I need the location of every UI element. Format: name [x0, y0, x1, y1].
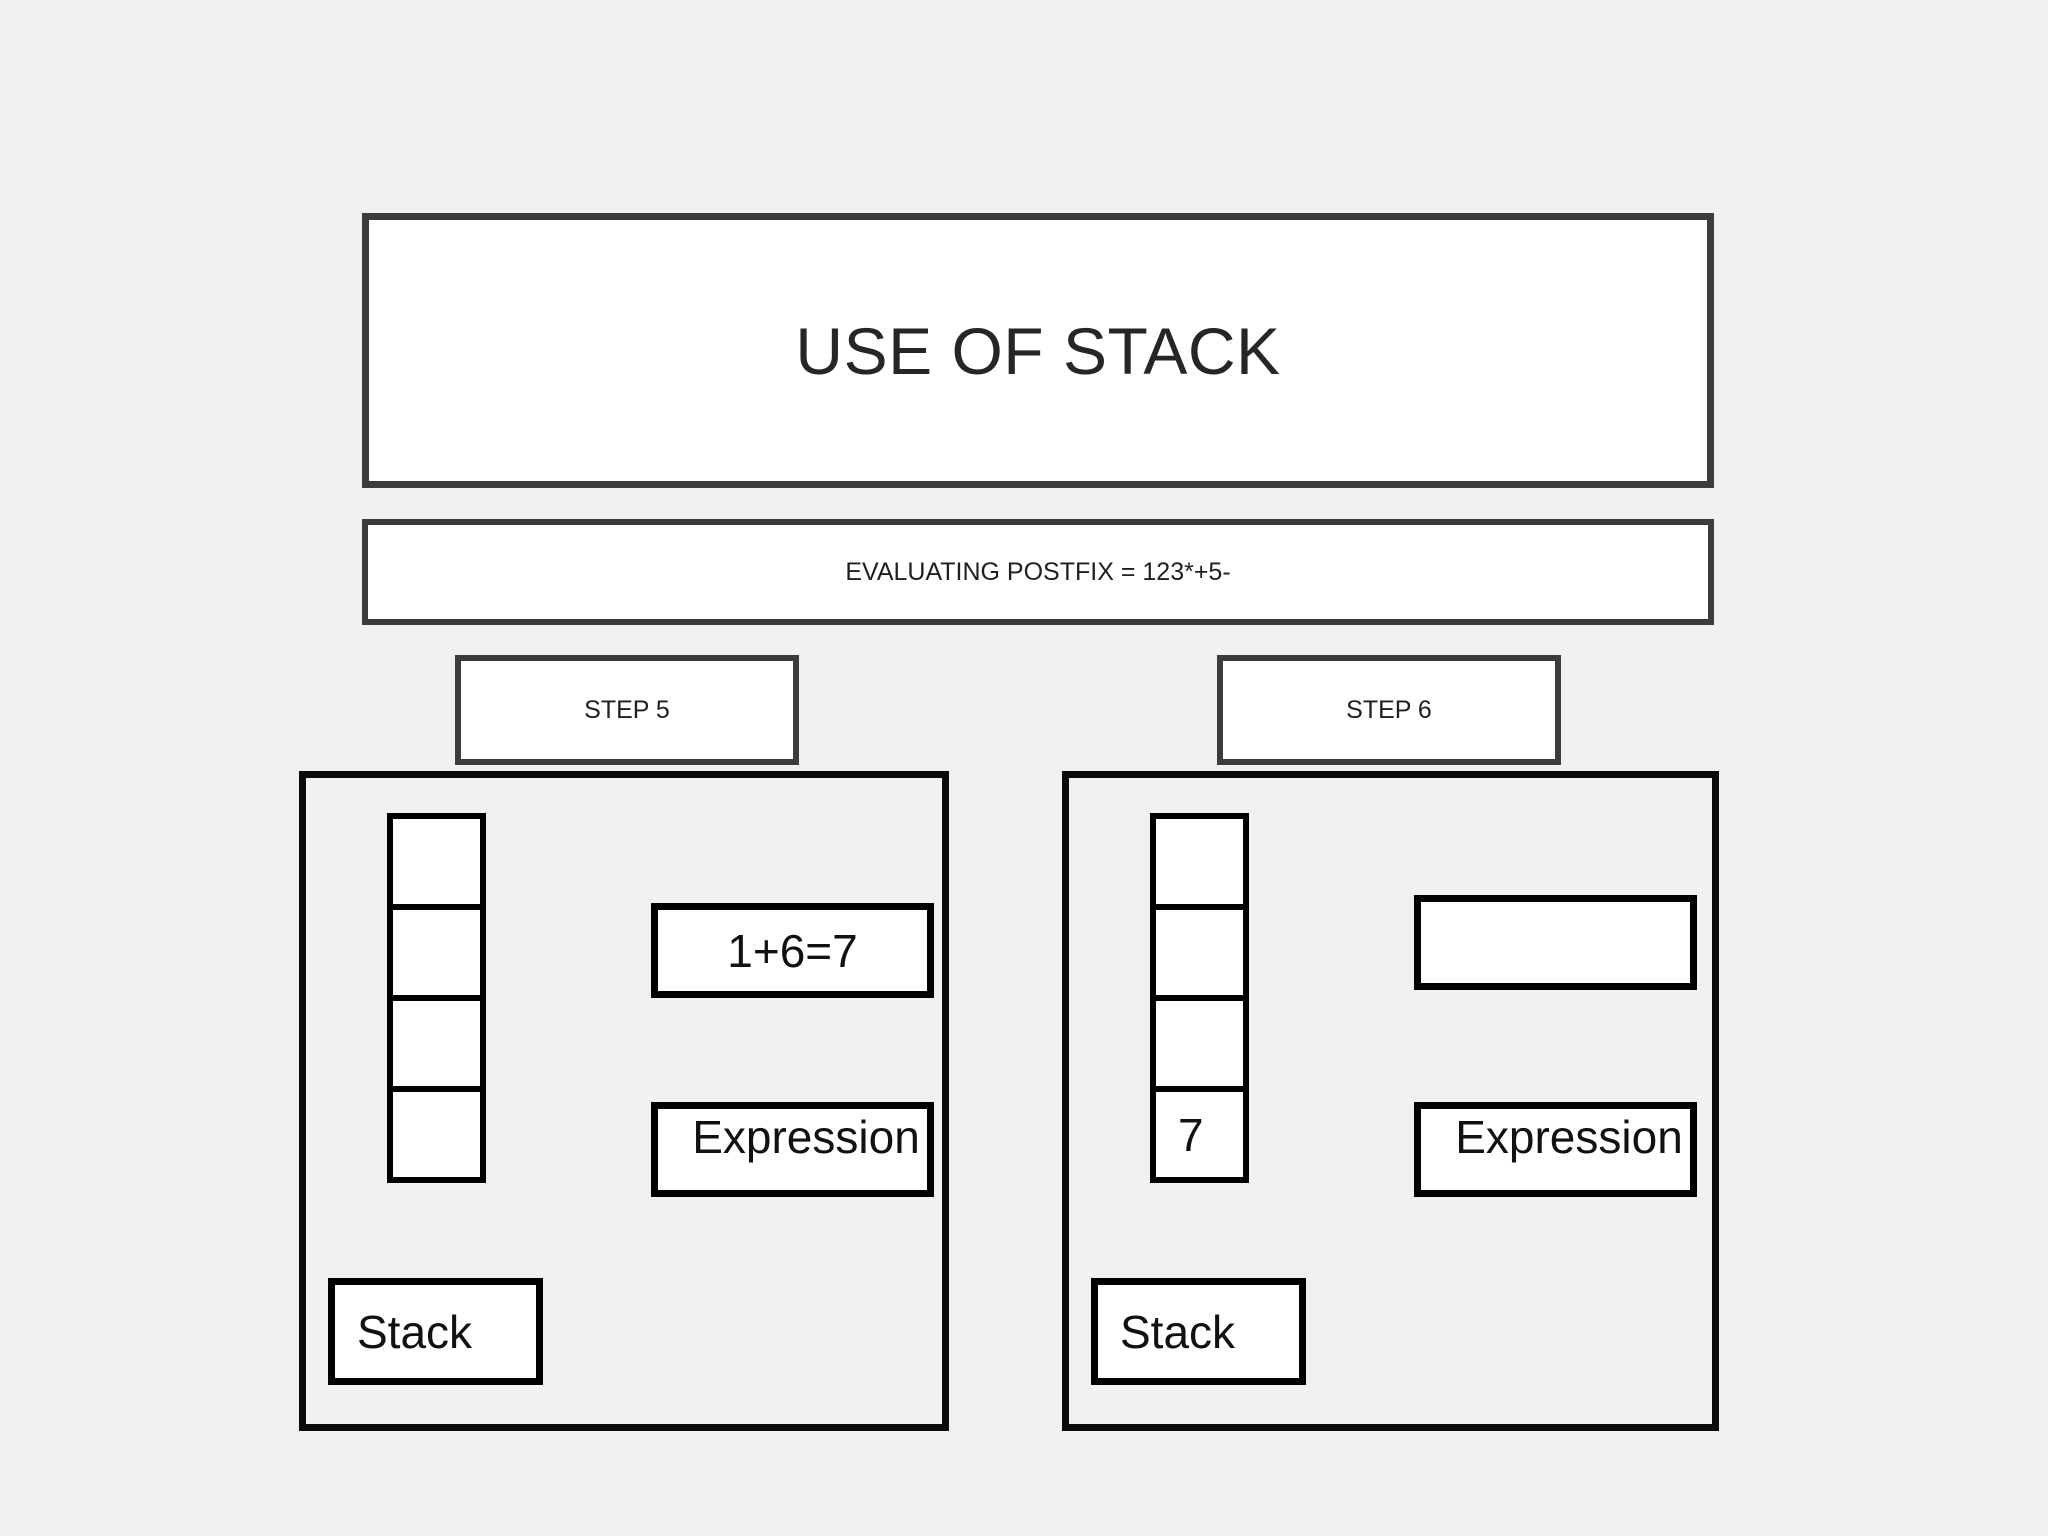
stack-column: 7: [1150, 813, 1249, 1183]
subtitle-text: EVALUATING POSTFIX = 123*+5-: [845, 557, 1231, 586]
stack-column: [387, 813, 486, 1183]
step-tab-label: STEP 6: [1346, 695, 1432, 724]
stack-cell-value: 7: [1178, 1108, 1204, 1161]
stack-cell: 7: [1150, 1086, 1249, 1183]
step-panel-6: 7 Expression Stack: [1062, 771, 1719, 1431]
stack-cell: [387, 904, 486, 1001]
subtitle-banner: EVALUATING POSTFIX = 123*+5-: [362, 519, 1714, 625]
stack-label-box: Stack: [328, 1278, 543, 1385]
stack-cell: [1150, 813, 1249, 910]
step-tab-6[interactable]: STEP 6: [1217, 655, 1561, 765]
expression-label-text: Expression: [1455, 1111, 1683, 1163]
expression-label-box: Expression: [1414, 1102, 1697, 1197]
expression-label-text: Expression: [692, 1111, 920, 1163]
result-box: 1+6=7: [651, 903, 934, 998]
expression-label-box: Expression: [651, 1102, 934, 1197]
stack-label-text: Stack: [1120, 1305, 1236, 1358]
stack-cell: [387, 1086, 486, 1183]
result-text: 1+6=7: [727, 924, 858, 977]
page-title: USE OF STACK: [795, 313, 1281, 388]
stack-label-text: Stack: [357, 1305, 473, 1358]
stack-cell: [1150, 904, 1249, 1001]
stack-cell: [387, 995, 486, 1092]
step-tab-5[interactable]: STEP 5: [455, 655, 799, 765]
stack-cell: [387, 813, 486, 910]
stack-cell: [1150, 995, 1249, 1092]
step-panel-5: 1+6=7 Expression Stack: [299, 771, 949, 1431]
stack-label-box: Stack: [1091, 1278, 1306, 1385]
step-tab-label: STEP 5: [584, 695, 670, 724]
result-box: [1414, 895, 1697, 990]
title-banner: USE OF STACK: [362, 213, 1714, 488]
